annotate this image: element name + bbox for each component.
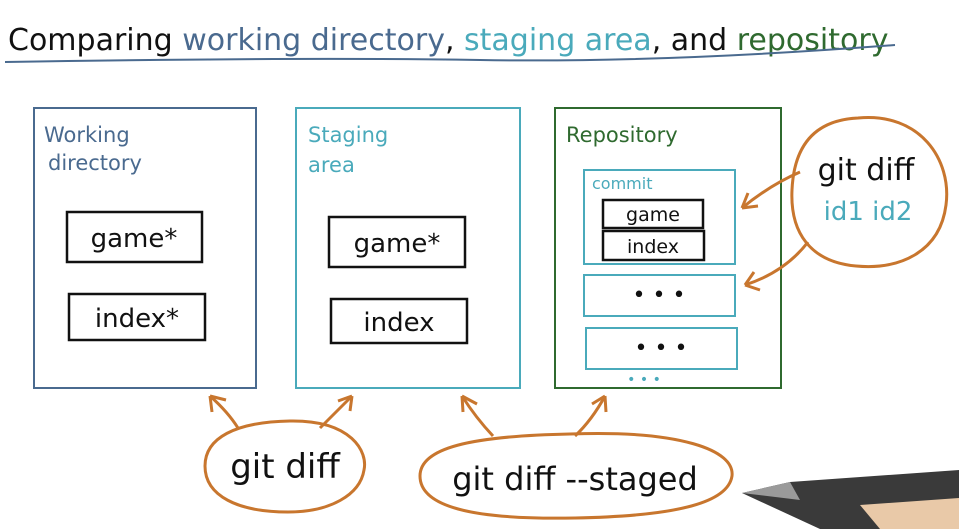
staging-area-label-line2: area	[308, 153, 355, 177]
callout-git-diff-staged: git diff --staged	[418, 394, 734, 520]
commit-box	[583, 169, 736, 265]
working-file-index-box	[67, 292, 207, 342]
working-directory-panel: Working directory game* index*	[33, 107, 257, 389]
title-separator-2: , and	[652, 23, 737, 58]
pen-icon	[742, 470, 959, 529]
title-staging-area: staging area	[464, 23, 652, 58]
callout-git-diff: git diff	[203, 394, 367, 514]
staging-file-index-box	[329, 297, 469, 345]
repository-label: Repository	[566, 123, 678, 147]
title-working-directory: working directory	[182, 23, 445, 58]
arrow-to-repository-head	[591, 394, 608, 413]
staging-area-label-line1: Staging	[308, 123, 388, 147]
repository-panel: Repository commit game index • • • • • •…	[554, 107, 782, 389]
working-directory-label-line1: Working	[44, 123, 130, 147]
staging-file-game-box	[327, 215, 467, 269]
arrow-ids-to-commit	[741, 170, 801, 210]
arrow-to-working	[209, 394, 240, 429]
callout-git-diff-outline	[203, 419, 367, 514]
arrow-to-staging-head	[337, 394, 354, 412]
callout-ids-args: id1 id2	[824, 197, 913, 227]
commit-label: commit	[592, 174, 652, 193]
page-title: Comparing working directory, staging are…	[8, 23, 888, 58]
arrow-ids-to-commit-head	[740, 192, 759, 210]
title-underline	[4, 44, 896, 63]
callout-git-diff-text: git diff	[230, 447, 341, 487]
commit-box-3	[585, 327, 738, 370]
title-separator-1: ,	[445, 23, 464, 58]
arrow-to-staging	[318, 394, 354, 430]
arrow-to-repository	[573, 395, 607, 438]
commit-file-game-box	[601, 198, 705, 230]
title-repository: repository	[737, 23, 889, 58]
arrow-to-staging-from-staged-head	[460, 394, 478, 413]
staging-area-box	[295, 107, 521, 389]
working-directory-label-line2: directory	[48, 151, 142, 175]
working-directory-box	[33, 107, 257, 389]
commit-box-2-ellipsis: • • •	[633, 283, 686, 308]
commit-file-index-box	[601, 229, 706, 262]
callout-staged-outline	[418, 432, 734, 520]
callout-ids-outline	[790, 116, 949, 269]
working-file-index: index*	[95, 304, 179, 334]
callout-git-diff-ids: git diff id1 id2	[740, 116, 949, 292]
title-prefix: Comparing	[8, 23, 182, 58]
callout-ids-command: git diff	[818, 153, 916, 188]
arrow-ids-to-commit-2	[744, 241, 810, 287]
staging-file-game: game*	[354, 229, 441, 259]
callout-staged-text: git diff --staged	[452, 460, 698, 498]
commit-box-3-ellipsis: • • •	[635, 336, 688, 361]
working-file-game-box	[65, 210, 204, 264]
more-commits-ellipsis: • • •	[627, 372, 661, 388]
staging-file-index: index	[363, 308, 434, 338]
arrow-to-working-head	[208, 394, 227, 413]
working-file-game: game*	[91, 224, 178, 254]
commit-box-2	[583, 274, 736, 317]
commit-file-game: game	[626, 204, 680, 226]
arrow-ids-to-commit-2-head	[743, 271, 761, 292]
repository-box	[554, 107, 782, 389]
staging-area-panel: Staging area game* index	[295, 107, 521, 389]
arrow-to-staging-from-staged	[460, 395, 495, 438]
commit-file-index: index	[627, 236, 679, 258]
